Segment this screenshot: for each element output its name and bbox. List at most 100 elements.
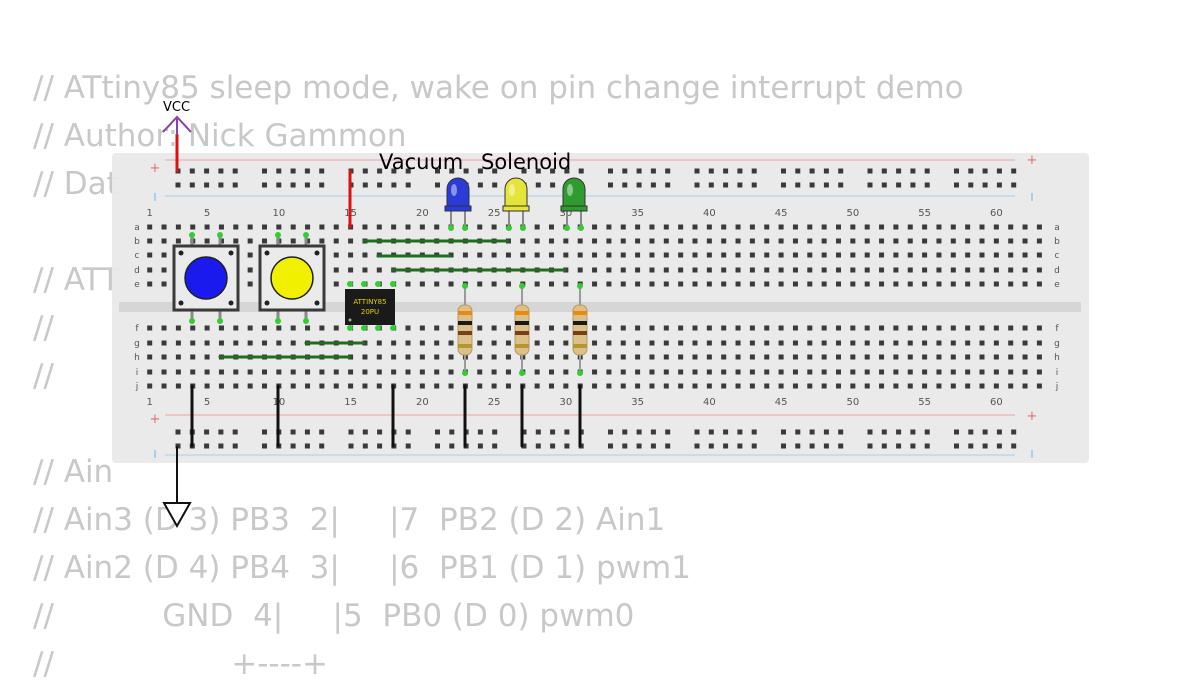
- terminal-hole: [262, 238, 267, 244]
- green-led[interactable]: [560, 177, 588, 231]
- pin-dot: [462, 370, 468, 376]
- breadboard[interactable]: [112, 153, 1089, 463]
- pin-dot: [189, 232, 195, 238]
- terminal-hole: [391, 354, 397, 360]
- resistor[interactable]: [514, 283, 530, 376]
- terminal-hole: [290, 238, 296, 244]
- terminal-hole: [477, 369, 483, 375]
- terminal-hole: [721, 369, 727, 375]
- terminal-hole: [606, 267, 612, 273]
- yellow-pushbutton[interactable]: [258, 232, 326, 324]
- terminal-hole: [549, 325, 554, 331]
- plus-marker: +: [1027, 409, 1038, 424]
- terminal-hole: [161, 383, 167, 389]
- rail-hole: [881, 182, 887, 188]
- terminal-hole: [807, 252, 813, 258]
- terminal-hole: [204, 224, 210, 230]
- terminal-hole: [635, 340, 641, 346]
- button-cap[interactable]: [270, 256, 314, 300]
- terminal-hole: [491, 252, 497, 258]
- rail-hole: [636, 443, 642, 449]
- column-number: 30: [559, 397, 572, 408]
- terminal-hole: [505, 340, 511, 346]
- rail-hole: [650, 182, 656, 188]
- blue-pushbutton[interactable]: [172, 232, 240, 324]
- pin-dot: [462, 225, 468, 231]
- resistor[interactable]: [457, 283, 473, 376]
- terminal-hole: [735, 369, 741, 375]
- terminal-hole: [821, 383, 827, 389]
- rail-hole: [665, 443, 671, 449]
- terminal-hole: [635, 238, 641, 244]
- rail-hole: [795, 443, 801, 449]
- terminal-hole: [147, 281, 153, 287]
- terminal-hole: [778, 340, 784, 346]
- resistor[interactable]: [572, 283, 588, 376]
- terminal-hole: [161, 369, 167, 375]
- terminal-hole: [850, 281, 856, 287]
- vcc-symbol[interactable]: VCC: [162, 100, 192, 135]
- rail-hole: [218, 429, 224, 435]
- terminal-hole: [950, 340, 956, 346]
- rail-hole: [924, 168, 930, 174]
- terminal-hole: [821, 252, 827, 258]
- terminal-hole: [936, 281, 942, 287]
- rail-hole: [694, 182, 700, 188]
- terminal-hole: [448, 354, 454, 360]
- terminal-hole: [692, 224, 698, 230]
- row-letter: d: [134, 266, 140, 276]
- led-highlight: [567, 184, 573, 196]
- terminal-hole: [649, 238, 655, 244]
- button-cap[interactable]: [184, 256, 228, 300]
- terminal-hole: [592, 383, 598, 389]
- column-number: 45: [775, 397, 788, 408]
- terminal-hole: [836, 238, 841, 244]
- terminal-hole: [749, 369, 755, 375]
- pin-dot: [462, 283, 468, 289]
- terminal-hole: [391, 224, 397, 230]
- terminal-hole: [850, 369, 856, 375]
- terminal-hole: [147, 354, 153, 360]
- column-number: 25: [488, 397, 501, 408]
- terminal-hole: [276, 325, 282, 331]
- rail-hole: [737, 443, 743, 449]
- button-corner: [178, 250, 184, 256]
- rail-hole: [1011, 168, 1017, 174]
- terminal-hole: [864, 340, 870, 346]
- terminal-hole: [563, 238, 569, 244]
- wires[interactable]: [175, 133, 582, 448]
- terminal-hole: [147, 340, 153, 346]
- rail-hole: [535, 429, 541, 435]
- blue-led[interactable]: [444, 177, 472, 231]
- terminal-hole: [836, 224, 841, 230]
- terminal-hole: [721, 252, 727, 258]
- terminal-hole: [979, 354, 985, 360]
- rail-hole: [751, 429, 757, 435]
- terminal-hole: [247, 281, 253, 287]
- terminal-hole: [678, 354, 684, 360]
- rail-hole: [795, 182, 801, 188]
- rail-hole: [982, 168, 988, 174]
- pin-dot: [577, 370, 583, 376]
- terminal-hole: [792, 252, 798, 258]
- chip-label: ATTINY85: [353, 298, 386, 306]
- terminal-hole: [563, 252, 569, 258]
- rail-hole: [435, 443, 440, 449]
- terminal-hole: [247, 224, 253, 230]
- terminal-hole: [606, 252, 612, 258]
- code-line: //: [33, 310, 54, 346]
- rail-hole: [405, 429, 411, 435]
- ground-symbol[interactable]: [162, 446, 192, 529]
- simulation-canvas[interactable]: 1155101015152020252530303535404045455050…: [0, 0, 1200, 630]
- code-background: // ATtiny85 sleep mode, wake on pin chan…: [33, 73, 964, 680]
- terminal-hole: [592, 224, 598, 230]
- yellow-led[interactable]: [502, 177, 530, 231]
- terminal-hole: [549, 369, 554, 375]
- terminal-hole: [635, 267, 641, 273]
- pin-dot: [217, 232, 223, 238]
- row-letter: j: [135, 382, 139, 392]
- terminal-hole: [778, 238, 784, 244]
- terminal-hole: [534, 224, 540, 230]
